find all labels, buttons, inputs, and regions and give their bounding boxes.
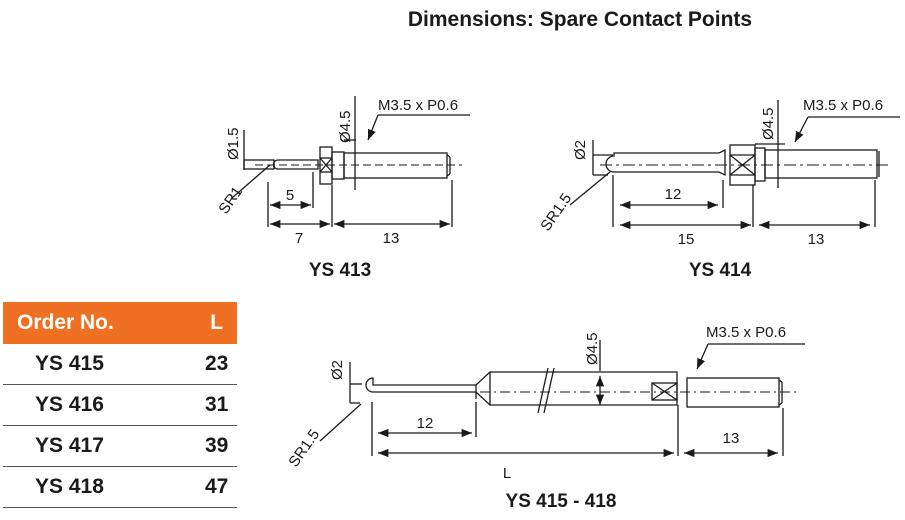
order-no-cell: YS 418	[3, 466, 197, 508]
ys413-sr: SR1	[215, 184, 246, 218]
header-l: L	[196, 302, 237, 344]
header-order-no: Order No.	[3, 302, 197, 344]
ys415-dim-tip: 12	[417, 415, 434, 432]
order-table: Order No. L YS 415 23 YS 416 31 YS 417 3…	[3, 302, 237, 508]
drawing-ys414	[569, 100, 900, 230]
ys415-body-dia: Ø4.5	[584, 332, 601, 365]
order-no-cell: YS 416	[3, 384, 197, 426]
order-no-cell: YS 415	[3, 344, 197, 385]
table-row: YS 417 39	[3, 425, 237, 467]
ys413-caption: YS 413	[309, 260, 371, 281]
ys414-sr: SR1.5	[537, 190, 575, 234]
length-cell: 23	[196, 344, 237, 385]
length-cell: 31	[196, 384, 237, 426]
ys415-thread: M3.5 x P0.6	[706, 324, 786, 341]
ys414-thread: M3.5 x P0.6	[803, 97, 883, 114]
ys414-caption: YS 414	[689, 260, 752, 281]
ys415-dim-thread: 13	[723, 430, 740, 447]
ys415-sr: SR1.5	[285, 426, 323, 470]
ys414-dim-shank: 15	[678, 231, 695, 248]
ys414-tip-dia: Ø2	[572, 140, 589, 160]
table-row: YS 416 31	[3, 384, 237, 426]
ys414-collar-dia: Ø4.5	[760, 107, 777, 140]
ys413-collar-dia: Ø4.5	[337, 110, 354, 143]
ys415-caption: YS 415 - 418	[506, 491, 617, 512]
ys413-dim-thread: 13	[383, 230, 400, 247]
ys413-thread: M3.5 x P0.6	[378, 97, 458, 114]
drawing-ys413	[231, 96, 470, 229]
drawing-ys415-418	[319, 340, 805, 458]
table-row: YS 418 47	[3, 466, 237, 508]
ys414-dim-thread: 13	[808, 231, 825, 248]
ys414-dim-tip: 12	[665, 186, 682, 203]
page-title: Dimensions: Spare Contact Points	[407, 8, 753, 31]
ys413-dim-shank: 7	[295, 230, 303, 247]
ys415-dim-length: L	[503, 465, 511, 482]
order-no-cell: YS 417	[3, 425, 197, 467]
ys413-tip-dia: Ø1.5	[225, 127, 242, 160]
length-cell: 47	[196, 466, 237, 508]
table-row: YS 415 23	[3, 344, 237, 385]
ys413-dim-tip: 5	[286, 187, 294, 204]
ys415-tip-dia: Ø2	[329, 360, 346, 380]
length-cell: 39	[196, 425, 237, 467]
table-header: Order No. L	[3, 302, 237, 344]
